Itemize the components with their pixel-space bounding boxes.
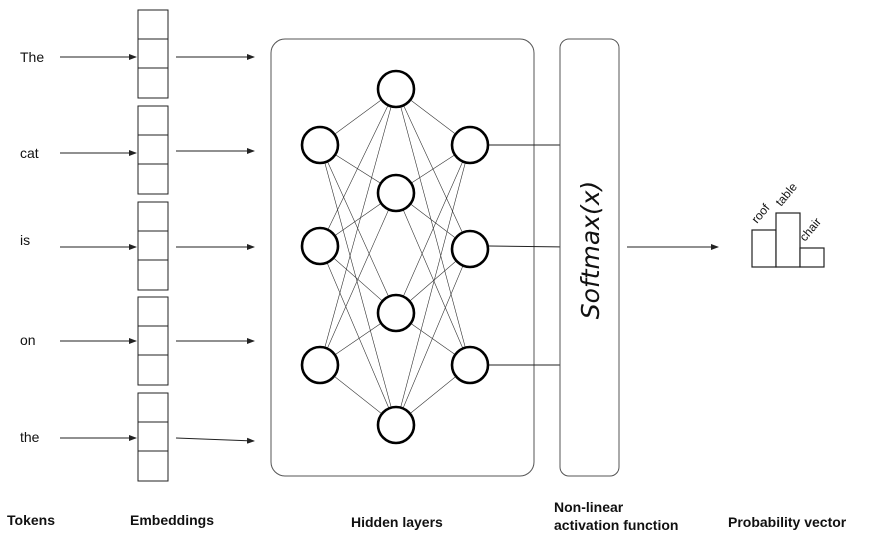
- embedding-arrows: [175, 54, 255, 444]
- connection: [395, 248, 471, 426]
- connection: [319, 144, 397, 314]
- embedding-vector-0: [137, 9, 169, 99]
- embeddings-column: [137, 9, 169, 482]
- output-node-0: [450, 125, 490, 165]
- token-3: on: [20, 332, 36, 348]
- softmax-box: [559, 38, 620, 477]
- hidden-node-3: [376, 405, 416, 445]
- token-arrows: [60, 54, 137, 441]
- embedding-vector-2: [137, 201, 169, 291]
- tokens-column: The cat is on the: [20, 49, 44, 445]
- embedding-arrow-4: [175, 437, 255, 444]
- output-node-2: [450, 345, 490, 385]
- probability-bar-table: [775, 212, 801, 268]
- input-node-1: [300, 226, 340, 266]
- embedding-vector-1: [137, 105, 169, 195]
- probability-bar-roof: [751, 229, 777, 268]
- token-4: the: [20, 429, 40, 445]
- input-node-0: [300, 125, 340, 165]
- label-hidden-layers: Hidden layers: [351, 514, 443, 530]
- connection: [395, 192, 471, 366]
- probability-vector: roof table chair: [749, 180, 825, 268]
- connection: [319, 88, 397, 247]
- hidden-node-1: [376, 173, 416, 213]
- embedding-vector-4: [137, 392, 169, 482]
- probability-label-roof: roof: [749, 201, 773, 226]
- connection: [319, 144, 397, 426]
- footer-labels: Tokens Embeddings Hidden layers Non-line…: [7, 499, 847, 533]
- probability-label-table: table: [773, 180, 801, 209]
- probability-label-chair: chair: [797, 215, 824, 244]
- output-arrow-1: [488, 243, 569, 250]
- connection: [395, 144, 471, 314]
- input-node-2: [300, 345, 340, 385]
- output-node-1: [450, 229, 490, 269]
- connection: [319, 192, 397, 366]
- label-tokens: Tokens: [7, 512, 55, 528]
- connection: [395, 144, 472, 426]
- embedding-vector-3: [137, 296, 169, 386]
- hidden-node-2: [376, 293, 416, 333]
- probability-bar-chair: [799, 247, 825, 268]
- token-0: The: [20, 49, 44, 65]
- connection: [395, 88, 471, 366]
- network-nodes: [300, 69, 490, 445]
- token-1: cat: [20, 145, 39, 161]
- hidden-node-0: [376, 69, 416, 109]
- connection: [319, 88, 397, 366]
- label-activation-line2: activation function: [554, 517, 678, 533]
- output-arrows: [488, 142, 571, 368]
- label-embeddings: Embeddings: [130, 512, 214, 528]
- softmax-label: Softmax(x): [576, 181, 605, 320]
- token-2: is: [20, 232, 30, 248]
- label-probability-vector: Probability vector: [728, 514, 847, 530]
- label-activation-line1: Non-linear: [554, 499, 624, 515]
- connection: [319, 245, 397, 426]
